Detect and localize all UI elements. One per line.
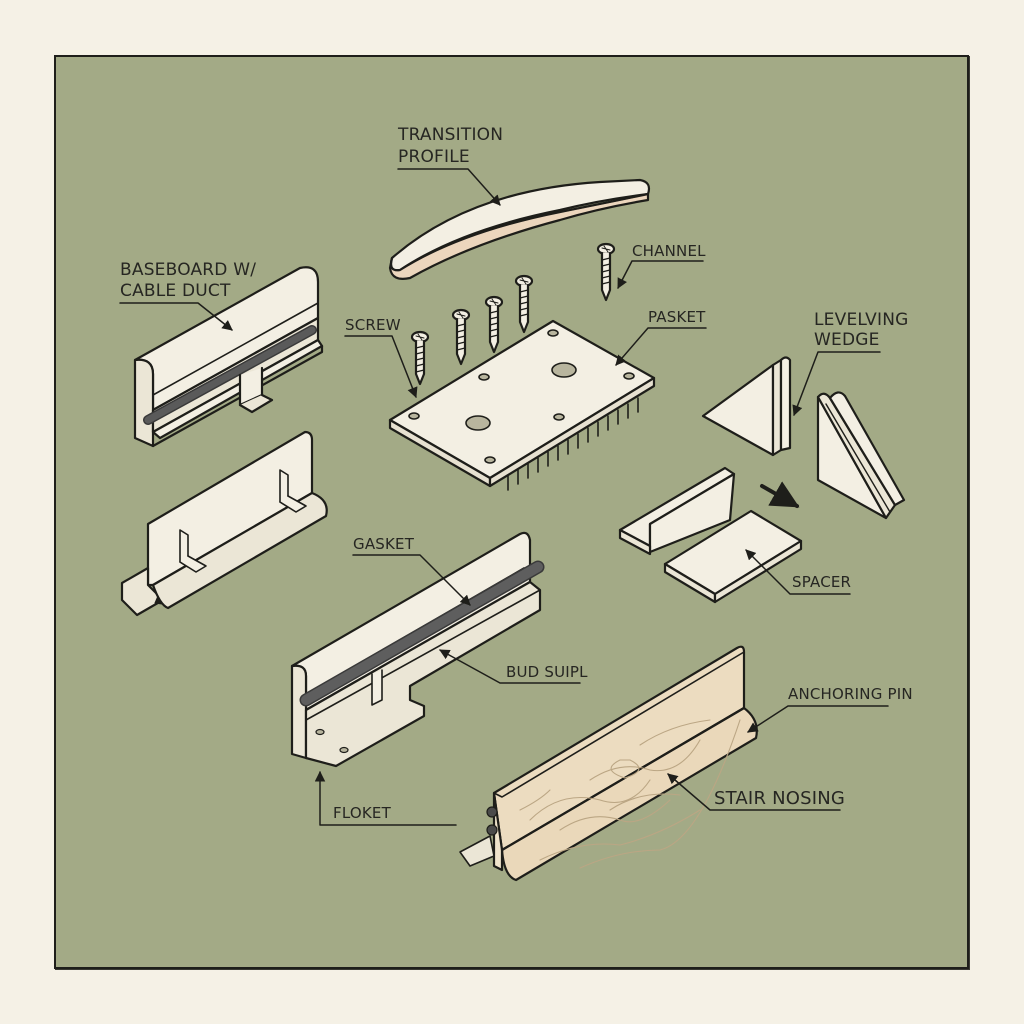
screw-icon [451,308,471,366]
screw-icon [514,274,534,334]
label-pasket: PASKET [648,308,706,326]
direction-arrow-icon [760,481,800,508]
stair-nosing-part [459,645,758,882]
screws [410,242,616,386]
screw-icon [596,242,616,302]
label-transition-profile-line2: PROFILE [398,147,470,167]
mounting-bracket-part [120,430,328,617]
screw-icon [410,330,430,386]
screw-icon [484,295,504,354]
t-profile-part [618,466,736,556]
label-stair-nosing: STAIR NOSING [714,788,846,809]
label-spacer: SPACER [792,573,852,591]
label-anchoring-pin: ANCHORING PIN [788,685,913,703]
label-leveling-wedge-line2: WEDGE [814,330,880,350]
leader-lines [119,168,889,826]
baseboard-cable-duct-part [133,266,324,448]
spacer-part [663,509,803,604]
label-floket: FLOKET [333,804,391,822]
pasket-plate-part [388,319,656,491]
label-gasket: GASKET [353,535,415,553]
label-baseboard-line1: BASEBOARD W/ [120,260,257,280]
label-transition-profile-line1: TRANSITION [398,125,504,145]
label-screw: SCREW [345,316,401,334]
transition-profile-part [388,178,651,280]
label-leveling-wedge-line1: LEVELVING [814,310,909,330]
gasket-channel-part [290,531,545,768]
label-baseboard-line2: CABLE DUCT [120,281,231,301]
leveling-wedge-part [701,356,906,520]
label-bud-suipl: BUD SUIPL [506,663,588,681]
label-channel: CHANNEL [632,242,706,260]
